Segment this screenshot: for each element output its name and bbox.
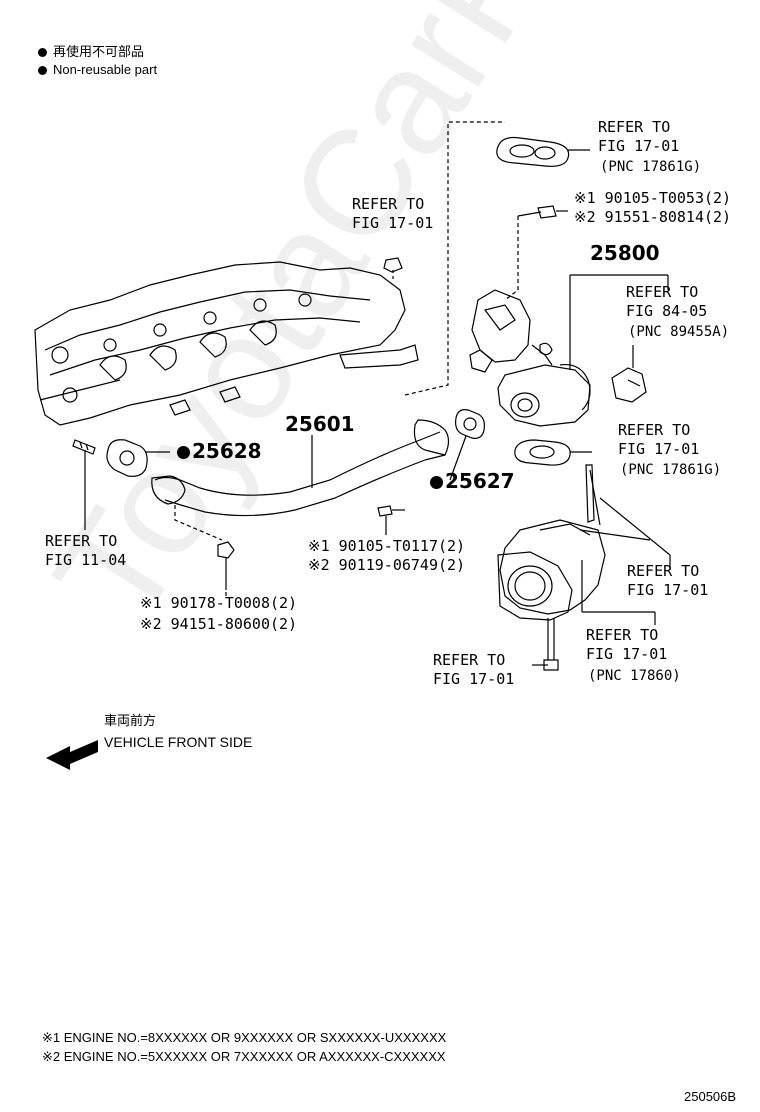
legend-jp: 再使用不可部品 xyxy=(38,45,144,58)
ref-lower-pnc: (PNC 17860) xyxy=(588,668,681,684)
ref-mid-right-pnc: (PNC 17861G) xyxy=(620,462,722,478)
non-reusable-dot-icon xyxy=(177,446,190,459)
ref-top-mid-line1[interactable]: REFER TO xyxy=(352,195,425,213)
egr-pipe-drawing xyxy=(151,419,450,517)
nut-left-part-b[interactable]: ※2 94151-80600(2) xyxy=(140,615,298,633)
nut-left-part-a[interactable]: ※1 90178-T0008(2) xyxy=(140,594,298,612)
ref-84-pnc: (PNC 89455A) xyxy=(628,324,730,340)
ref-lower-line1[interactable]: REFER TO xyxy=(586,626,659,644)
bolt-mid-part-a[interactable]: ※1 90105-T0117(2) xyxy=(308,537,466,555)
sensor-drawing xyxy=(611,345,647,403)
footnote-2: ※2 ENGINE NO.=5XXXXXX OR 7XXXXXX OR AXXX… xyxy=(42,1049,446,1064)
ref-lower-line2[interactable]: FIG 17-01 xyxy=(586,645,668,663)
non-reusable-dot-icon xyxy=(430,476,443,489)
ref-top-right-pnc: (PNC 17861G) xyxy=(600,159,702,175)
ref-bottom-line2[interactable]: FIG 17-01 xyxy=(433,670,515,688)
front-arrow-drawing xyxy=(46,740,98,770)
bolt-mid-drawing xyxy=(377,505,405,535)
vehicle-front-en: VEHICLE FRONT SIDE xyxy=(104,734,253,750)
part-25800[interactable]: 25800 xyxy=(590,241,660,265)
bolt-mid-part-b[interactable]: ※2 90119-06749(2) xyxy=(308,556,466,574)
gasket-25628-drawing xyxy=(106,439,170,477)
bolt-top-part-a[interactable]: ※1 90105-T0053(2) xyxy=(574,189,732,207)
legend-en: Non-reusable part xyxy=(38,63,157,76)
ref-top-mid-line2[interactable]: FIG 17-01 xyxy=(352,214,434,232)
throttle-body-drawing xyxy=(497,519,656,625)
egr-valve-drawing xyxy=(469,274,669,427)
part-25601[interactable]: 25601 xyxy=(285,412,355,436)
ref-84-line2[interactable]: FIG 84-05 xyxy=(626,302,708,320)
ref-stud-line1[interactable]: REFER TO xyxy=(627,562,700,580)
nut-left-drawing xyxy=(174,505,235,590)
ref-stud-line2[interactable]: FIG 17-01 xyxy=(627,581,709,599)
stud-left-drawing xyxy=(72,439,96,530)
part-25627[interactable]: 25627 xyxy=(430,471,515,491)
ref-mid-right-line2[interactable]: FIG 17-01 xyxy=(618,440,700,458)
bullet-icon xyxy=(38,66,47,76)
footnote-1: ※1 ENGINE NO.=8XXXXXX OR 9XXXXXX OR SXXX… xyxy=(42,1030,447,1045)
bolt-top-drawing xyxy=(504,205,568,301)
bolt-bottom-drawing xyxy=(532,618,559,671)
bolt-top-part-b[interactable]: ※2 91551-80814(2) xyxy=(574,208,732,226)
figure-id: 250506B xyxy=(684,1089,737,1104)
ref-mid-right-line1[interactable]: REFER TO xyxy=(618,421,691,439)
gasket-25627-drawing xyxy=(449,409,485,481)
vehicle-front-jp: 車両前方 xyxy=(104,713,157,728)
ref-top-right-line2[interactable]: FIG 17-01 xyxy=(598,137,680,155)
gasket-top-drawing xyxy=(496,136,590,167)
gasket-mid-drawing xyxy=(514,439,592,466)
stud-right-drawing xyxy=(585,464,671,570)
part-25628[interactable]: 25628 xyxy=(177,441,262,461)
ref-84-line1[interactable]: REFER TO xyxy=(626,283,699,301)
ref-bottom-line1[interactable]: REFER TO xyxy=(433,651,506,669)
ref-11-line2[interactable]: FIG 11-04 xyxy=(45,551,127,569)
bullet-icon xyxy=(38,48,47,58)
ref-top-right-line1[interactable]: REFER TO xyxy=(598,118,671,136)
engine-head-drawing xyxy=(34,261,419,426)
ref-11-line1[interactable]: REFER TO xyxy=(45,532,118,550)
